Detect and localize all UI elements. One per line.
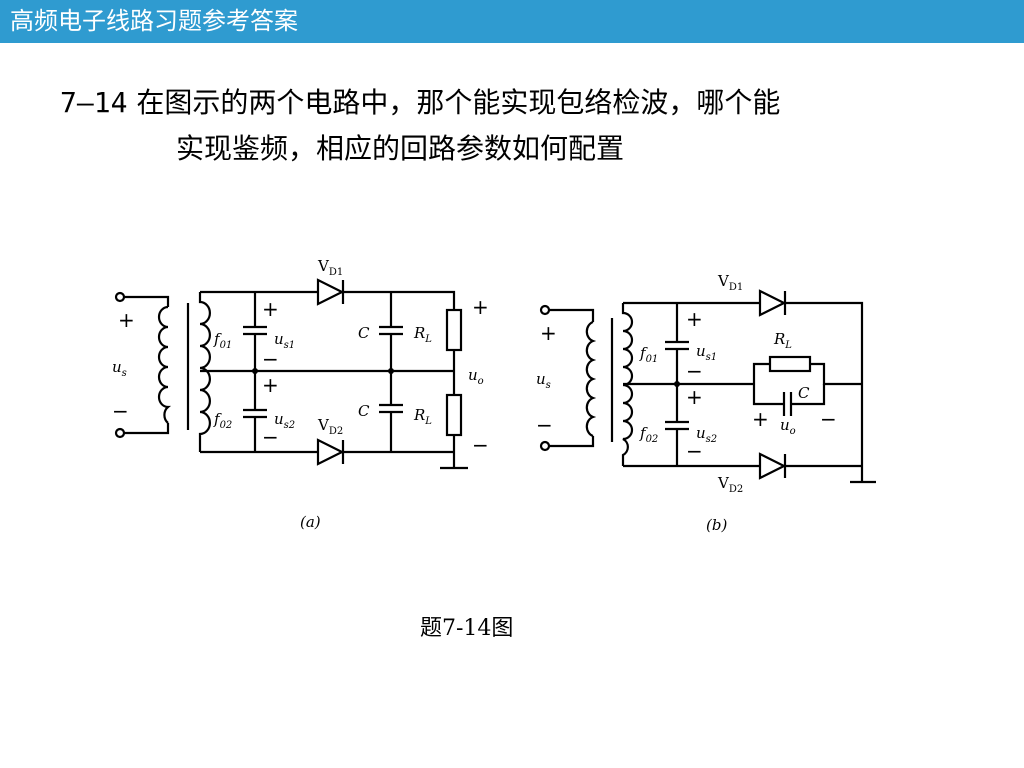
tank-cap-1-a	[243, 292, 267, 371]
minus-us2-b: −	[686, 439, 703, 463]
label-vd2-b: VD2	[717, 474, 743, 495]
input-terminal-top-b	[539, 304, 551, 316]
minus-uo-a: −	[472, 433, 489, 457]
slide-title: 高频电子线路习题参考答案	[10, 7, 298, 35]
label-us2-a: us2	[274, 410, 295, 431]
minus-us2-a: −	[262, 425, 279, 449]
load-resistor-b	[768, 355, 812, 373]
label-c-b: C	[798, 384, 810, 402]
label-uo-b: uo	[780, 416, 796, 437]
wire-b-rc-right	[810, 362, 862, 386]
label-f01-b: f01	[639, 344, 658, 365]
plus-us1-a: +	[262, 297, 279, 321]
minus-uo-b: −	[820, 407, 837, 431]
tank-cap-2-a	[243, 371, 267, 452]
figure-caption: 题7-14图	[420, 616, 514, 641]
wire-b-in-bottom	[549, 436, 595, 448]
label-rl1-a: RL	[413, 324, 432, 345]
problem-line-1: 7—14 在图示的两个电路中，那个能实现包络检波，哪个能	[60, 80, 990, 126]
wire-a-in-bottom	[124, 423, 170, 435]
wire-a-top-right	[342, 290, 456, 310]
wire-b-rc-left-top	[752, 362, 770, 384]
label-f01-a: f01	[213, 330, 232, 351]
minus-us-a: −	[112, 399, 129, 423]
circuit-a: + us − VD1 VD2 f01 f02 + us1 − + us2 − C…	[112, 257, 489, 531]
plus-us2-a: +	[262, 373, 279, 397]
label-vd2-a: VD2	[317, 416, 343, 437]
label-c1-a: C	[358, 324, 370, 342]
load-resistor-1-a	[445, 308, 463, 352]
label-us1-a: us1	[274, 330, 295, 351]
problem-line-2: 实现鉴频，相应的回路参数如何配置	[60, 126, 990, 172]
label-vd1-b: VD1	[717, 272, 743, 293]
label-rl-b: RL	[773, 330, 792, 351]
minus-us-b: −	[536, 413, 553, 437]
problem-statement: 7—14 在图示的两个电路中，那个能实现包络检波，哪个能 实现鉴频，相应的回路参…	[60, 80, 990, 172]
primary-coil-b	[585, 320, 597, 438]
label-f02-b: f02	[639, 424, 658, 445]
tank-cap-2-b	[665, 384, 689, 466]
minus-us1-a: −	[262, 347, 279, 371]
wire-b-in-top	[549, 308, 595, 322]
problem-text-1: 在图示的两个电路中，那个能实现包络检波，哪个能	[136, 86, 781, 119]
secondary-coil-a	[198, 292, 211, 452]
diode-vd1-a	[316, 278, 345, 306]
wire-a-in-top	[124, 295, 170, 307]
load-cap-1-a	[379, 292, 403, 371]
circuit-b: + us − VD1 VD2 f01 f02 + us1 − + us2 − R…	[536, 272, 876, 534]
label-us1-b: us1	[696, 342, 717, 363]
problem-text-2: 实现鉴频，相应的回路参数如何配置	[176, 132, 625, 165]
label-f02-a: f02	[213, 410, 232, 431]
panel-label-a: (a)	[300, 513, 321, 531]
label-c2-a: C	[358, 402, 370, 420]
tank-cap-1-b	[665, 303, 689, 384]
label-us-a: us	[112, 358, 127, 379]
panel-label-b: (b)	[706, 516, 727, 534]
label-vd1-a: VD1	[317, 257, 343, 278]
diode-vd1-b	[758, 289, 787, 317]
label-rl2-a: RL	[413, 406, 432, 427]
wire-b-top-right	[785, 301, 864, 482]
label-us-b: us	[536, 370, 551, 391]
load-cap-b	[752, 384, 826, 416]
load-cap-2-a	[379, 371, 403, 452]
label-us2-b: us2	[696, 424, 717, 445]
primary-coil-a	[157, 305, 172, 424]
problem-number: 7—14	[60, 86, 128, 119]
plus-us-a: +	[118, 308, 135, 332]
minus-us1-b: −	[686, 359, 703, 383]
plus-uo-b: +	[752, 407, 769, 431]
diode-vd2-a	[316, 438, 345, 466]
diode-vd2-b	[758, 452, 787, 480]
label-uo-a: uo	[468, 366, 484, 387]
plus-us2-b: +	[686, 385, 703, 409]
input-terminal-top-a	[114, 291, 126, 303]
load-resistor-2-a	[445, 393, 463, 437]
plus-us-b: +	[540, 321, 557, 345]
input-terminal-bottom-b	[539, 440, 551, 452]
input-terminal-bottom-a	[114, 427, 126, 439]
plus-uo-a: +	[472, 295, 489, 319]
slide-header: 高频电子线路习题参考答案	[0, 0, 1024, 43]
plus-us1-b: +	[686, 307, 703, 331]
